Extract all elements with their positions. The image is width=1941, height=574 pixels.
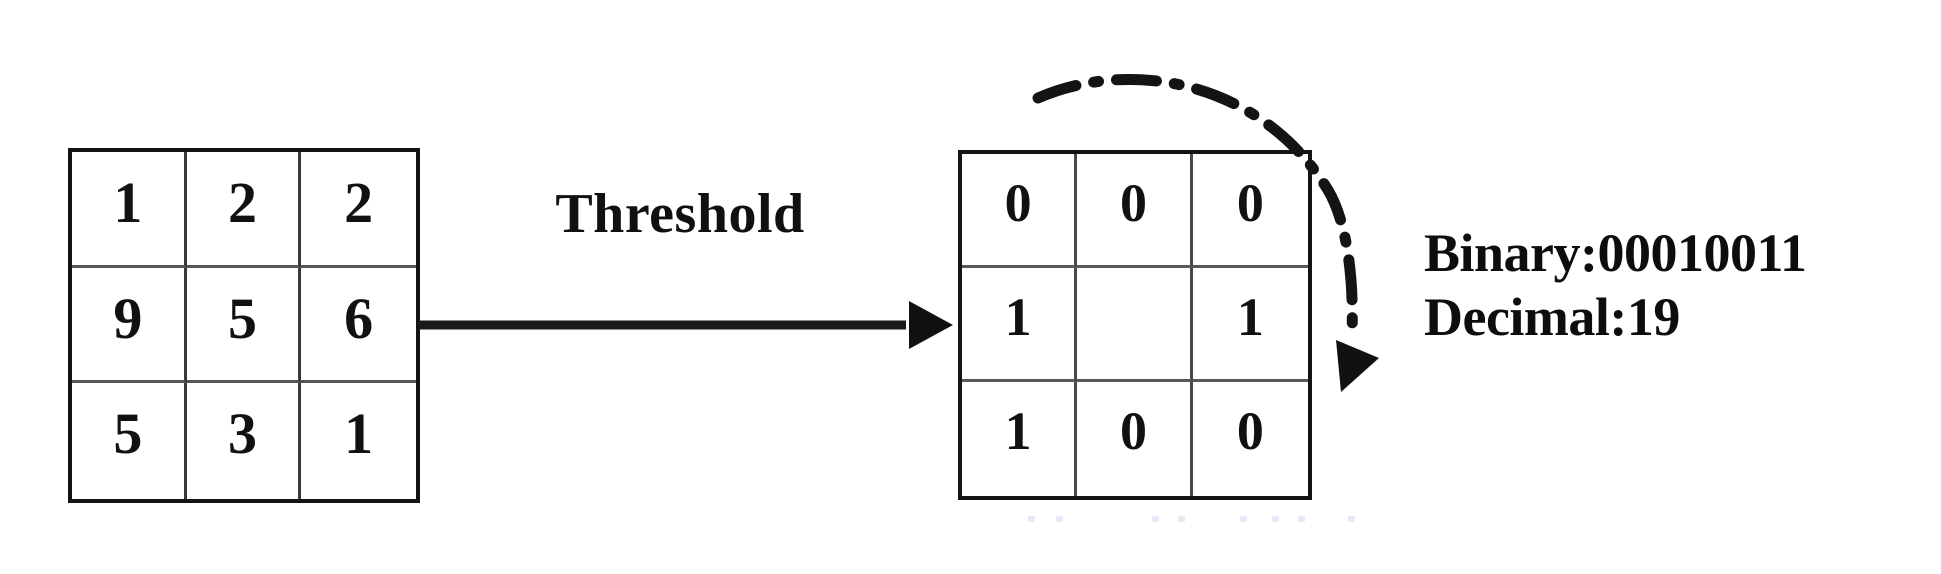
intensity-cell-r1c1: 1 [72, 152, 187, 268]
result-text-block: Binary:00010011 Decimal:19 [1424, 222, 1807, 349]
binary-read-arrow-icon [1032, 73, 1379, 392]
binary-cell-r3c1: 1 [962, 382, 1078, 496]
binary-cell-r1c2: 0 [1077, 154, 1193, 268]
binary-cell-r2c1: 1 [962, 268, 1078, 382]
intensity-cell-r3c2: 3 [186, 383, 302, 499]
threshold-label: Threshold [555, 183, 805, 245]
threshold-arrow-icon [418, 301, 953, 349]
intensity-cell-r1c2: 2 [186, 152, 302, 268]
intensity-cell-r1c3: 2 [301, 152, 416, 268]
intensity-cell-r3c1: 5 [72, 383, 187, 499]
binary-cell-r1c3: 0 [1192, 154, 1308, 268]
scan-artifact-row [1000, 516, 1380, 526]
decimal-result-line: Decimal:19 [1424, 286, 1680, 347]
binary-cell-r3c3: 0 [1192, 382, 1308, 496]
intensity-cell-r2c3: 6 [301, 267, 416, 384]
binary-grid: 0 0 0 1 1 1 0 0 [958, 150, 1312, 500]
binary-cell-r1c1: 0 [962, 154, 1078, 268]
binary-cell-r2c3: 1 [1192, 268, 1308, 382]
intensity-cell-r3c3: 1 [301, 383, 416, 499]
binary-cell-r3c2: 0 [1077, 382, 1193, 496]
intensity-cell-r2c2: 5 [186, 267, 302, 384]
intensity-cell-r2c1: 9 [72, 267, 187, 384]
binary-result-line: Binary:00010011 [1424, 223, 1807, 283]
binary-cell-r2c2-center-empty [1077, 268, 1193, 382]
intensity-grid: 1 2 2 9 5 6 5 3 1 [68, 148, 420, 503]
